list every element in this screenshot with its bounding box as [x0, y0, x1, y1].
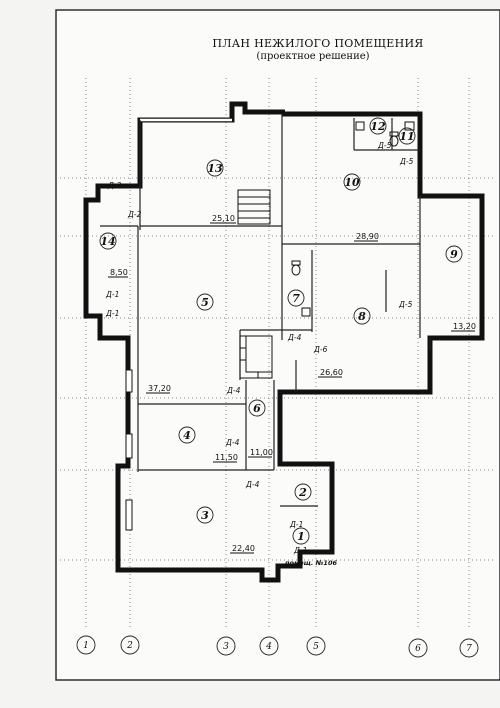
area-room-3: 22,40 — [232, 544, 255, 553]
door-d1-b: Д-1 — [105, 309, 119, 318]
area-room-6: 11,00 — [250, 448, 273, 457]
svg-text:1: 1 — [297, 530, 305, 543]
room-3-marker: 3 — [196, 506, 214, 524]
svg-text:7: 7 — [292, 292, 300, 305]
axis-7: 7 — [459, 638, 479, 658]
area-room-14: 8,50 — [110, 268, 128, 277]
svg-text:8: 8 — [358, 310, 366, 323]
room-2-marker: 2 — [294, 483, 312, 501]
room-5-marker: 5 — [196, 293, 214, 311]
svg-text:4: 4 — [265, 642, 272, 652]
room-10-marker: 10 — [343, 173, 361, 191]
door-d4-a: Д-4 — [287, 333, 302, 342]
plan-title: ПЛАН НЕЖИЛОГО ПОМЕЩЕНИЯ — [212, 37, 423, 50]
axis-5: 5 — [306, 636, 326, 656]
svg-text:10: 10 — [344, 176, 360, 189]
svg-text:3: 3 — [223, 642, 229, 652]
door-d6: Д-6 — [313, 345, 328, 354]
svg-text:2: 2 — [298, 486, 307, 499]
door-d5-b: Д-5 — [399, 157, 414, 166]
door-d4-b: Д-4 — [226, 386, 241, 395]
area-room-4: 11,50 — [215, 453, 238, 462]
door-d1-d: Д-1 — [293, 546, 307, 555]
door-d4-d: Д-4 — [245, 480, 260, 489]
room-12-marker: 12 — [369, 117, 387, 135]
door-d5-a: Д-5 — [377, 141, 392, 150]
toilet-icon — [291, 131, 399, 276]
axis-markers: 1 2 3 4 5 6 7 — [76, 635, 479, 658]
axis-1: 1 — [76, 635, 96, 655]
svg-text:2: 2 — [126, 641, 133, 651]
axis-2: 2 — [120, 635, 140, 655]
area-room-9: 13,20 — [453, 322, 476, 331]
room-8-marker: 8 — [353, 307, 371, 325]
room-1-marker: 1 — [292, 527, 310, 545]
svg-text:4: 4 — [183, 429, 191, 442]
area-room-8: 26,60 — [320, 368, 343, 377]
area-room-13: 25,10 — [212, 214, 235, 223]
interior-walls — [100, 114, 431, 507]
svg-text:7: 7 — [466, 644, 472, 654]
svg-text:1: 1 — [83, 641, 89, 651]
svg-text:6: 6 — [415, 644, 421, 654]
svg-text:3: 3 — [201, 509, 209, 522]
plan-subtitle: (проектное решение) — [256, 51, 369, 62]
door-d1-a: Д-1 — [105, 290, 119, 299]
svg-text:14: 14 — [100, 235, 115, 248]
room-14-marker: 14 — [99, 232, 117, 250]
svg-text:11: 11 — [399, 130, 414, 143]
svg-text:9: 9 — [450, 248, 458, 261]
room-4-marker: 4 — [178, 426, 196, 444]
door-d1-c: Д-1 — [289, 520, 303, 529]
svg-text:13: 13 — [207, 162, 223, 175]
door-d4-c: Д-4 — [225, 438, 240, 447]
svg-text:6: 6 — [253, 402, 261, 415]
axis-4: 4 — [259, 636, 279, 656]
svg-text:5: 5 — [313, 642, 319, 652]
door-d2: Д-2 — [127, 210, 142, 219]
door-d3: Д-3 — [107, 181, 122, 190]
svg-text:12: 12 — [370, 120, 386, 133]
stair-6 — [239, 335, 273, 379]
room-6-marker: 6 — [248, 399, 266, 417]
room-areas: 25,10 28,90 8,50 13,20 26,60 37,20 11,00… — [108, 214, 476, 554]
svg-text:5: 5 — [201, 296, 209, 309]
stair-13 — [237, 189, 271, 225]
sink-icon — [301, 121, 415, 317]
area-room-10: 28,90 — [356, 232, 379, 241]
room-11-marker: 11 — [398, 127, 416, 145]
windows — [125, 369, 133, 531]
door-labels: Д-3 Д-2 Д-1 Д-1 Д-5 Д-5 Д-5 Д-4 Д-6 Д-4 … — [105, 141, 414, 555]
area-room-5: 37,20 — [148, 384, 171, 393]
room-13-marker: 13 — [206, 159, 224, 177]
room-9-marker: 9 — [445, 245, 463, 263]
room-7-marker: 7 — [287, 289, 305, 307]
door-d5-c: Д-5 — [398, 300, 413, 309]
room-numbers: 13 10 12 11 14 9 5 7 8 6 4 2 3 1 — [99, 117, 463, 545]
axis-3: 3 — [216, 636, 236, 656]
axis-6: 6 — [408, 638, 428, 658]
premises-note: помещ. №106 — [285, 559, 337, 567]
